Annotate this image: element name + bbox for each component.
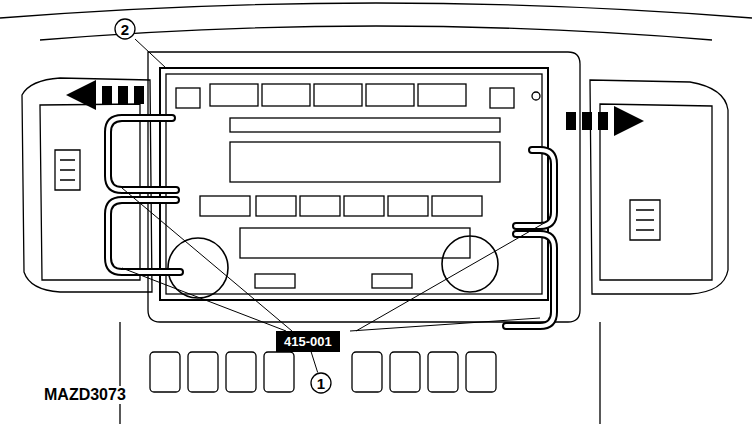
pull-arrow [66, 80, 144, 110]
figure-code: MAZD3073 [42, 386, 128, 404]
vent-knob [55, 150, 80, 190]
dashboard-edge [40, 26, 712, 40]
tool-number-box: 415-001 [276, 331, 340, 352]
radio-bezel [148, 52, 580, 322]
radio-buttons [176, 84, 540, 288]
vent-knob [630, 200, 660, 240]
leader-line [135, 39, 166, 68]
tool-number: 415-001 [284, 335, 332, 348]
radio-unit [160, 68, 548, 300]
dashboard-edge [0, 3, 752, 18]
radio-face [166, 74, 542, 294]
removal-tool [506, 150, 554, 326]
pull-arrow [566, 106, 644, 136]
callout-text: 2 [121, 22, 129, 37]
air-vent [590, 80, 728, 294]
air-vent [22, 78, 152, 292]
air-vent [600, 104, 712, 280]
callout-text: 1 [317, 376, 325, 391]
callout-number: 1 [310, 372, 332, 394]
switch-panel [150, 352, 496, 392]
leader-line [122, 188, 546, 331]
callout-number: 2 [114, 18, 136, 40]
radio-knob [442, 236, 498, 292]
leader-line [311, 352, 317, 373]
dashboard-panel [120, 322, 600, 424]
removal-tool [108, 118, 180, 272]
